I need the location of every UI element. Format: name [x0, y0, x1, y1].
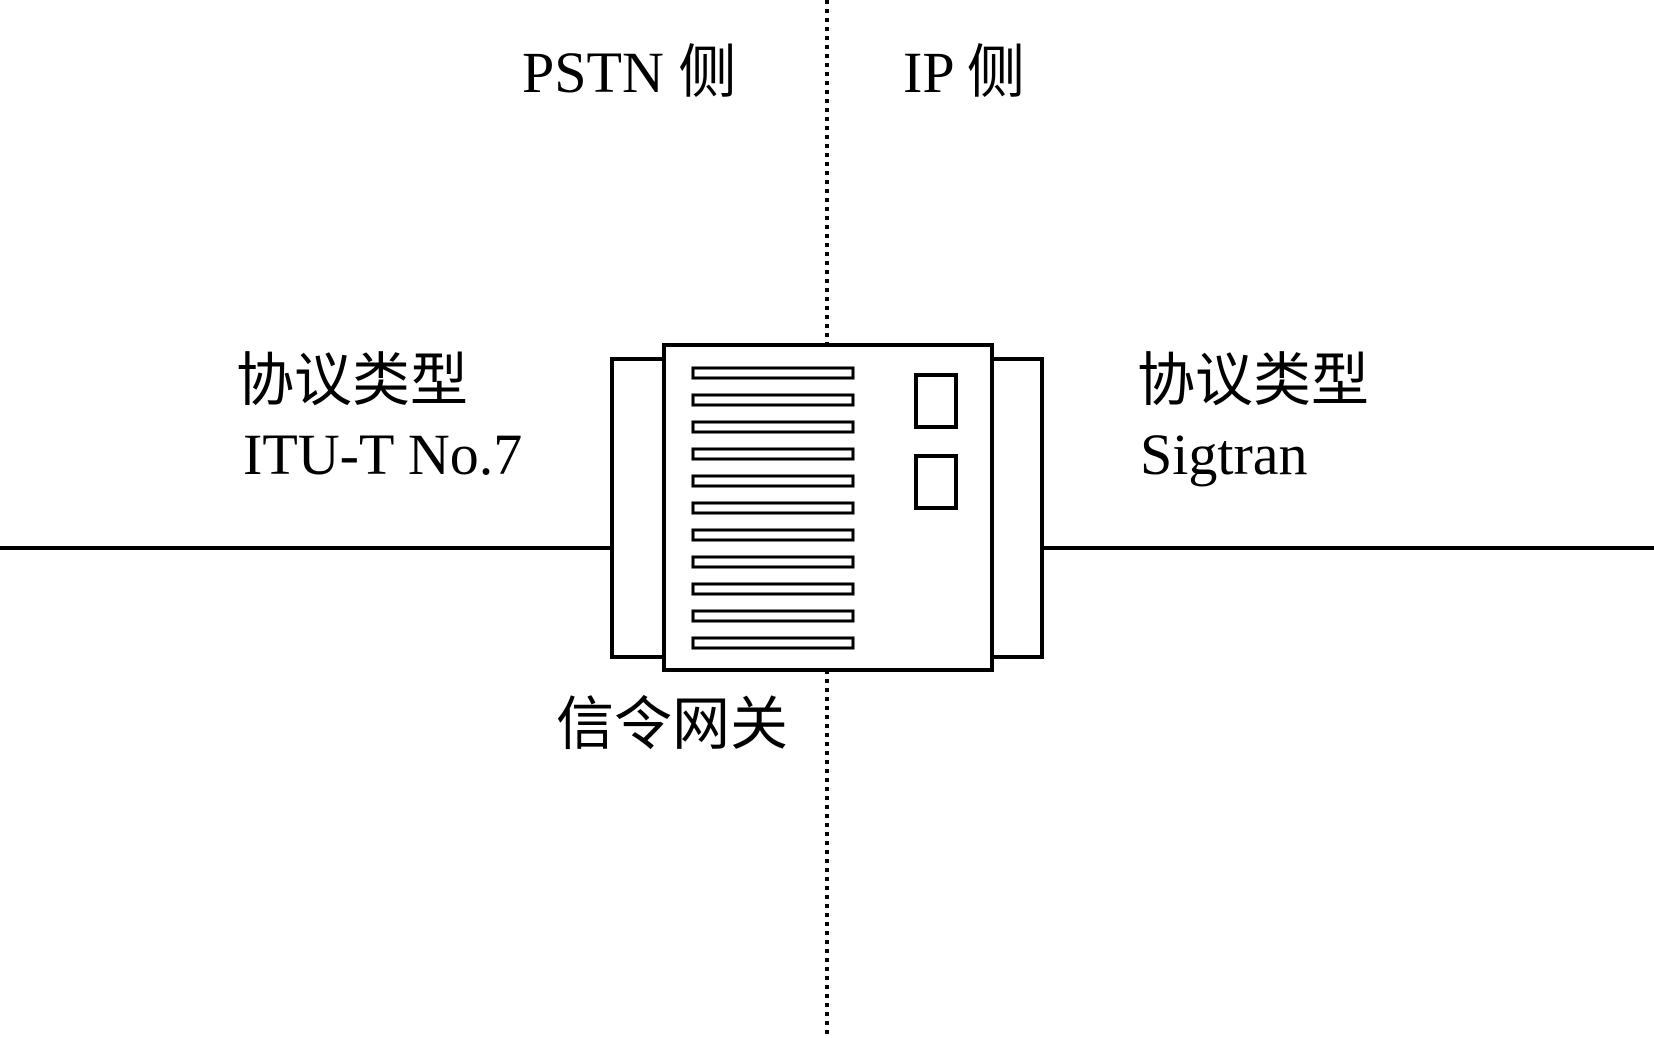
pstn-side-label: PSTN 侧 — [522, 40, 737, 105]
gateway-left-flange — [610, 357, 668, 659]
gateway-label: 信令网关 — [556, 692, 789, 757]
right-protocol-heading: 协议类型 — [1137, 348, 1370, 413]
ip-side-label: IP 侧 — [903, 40, 1025, 105]
left-protocol-name: ITU-T No.7 — [243, 422, 523, 487]
right-protocol-name: Sigtran — [1140, 422, 1308, 487]
gateway-device-icon — [610, 343, 1044, 672]
gateway-indicator-bottom — [914, 454, 958, 510]
gateway-indicator-top — [914, 373, 958, 429]
gateway-right-flange — [988, 357, 1044, 659]
gateway-vent-slots — [691, 366, 855, 650]
left-protocol-heading: 协议类型 — [236, 348, 469, 413]
